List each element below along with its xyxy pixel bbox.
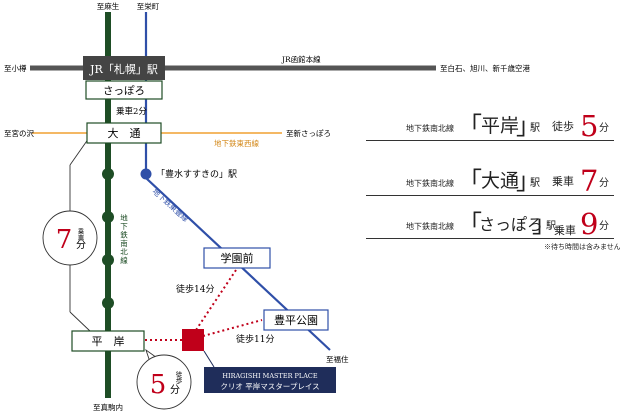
access-minutes: 7 [580, 164, 599, 198]
station-sapporo: さっぽろ [103, 85, 145, 97]
walk-5-unit: 分 [170, 384, 180, 396]
access-station: 平岸 [481, 115, 520, 137]
access-eki: 駅 [546, 221, 556, 232]
ride-bracket [69, 311, 92, 333]
station-toyohira-koen-box [263, 309, 329, 331]
access-station: さっぽろ [479, 215, 544, 234]
access-unit: 分 [599, 123, 609, 134]
bracket-open: 「 [458, 112, 482, 140]
walk-route [195, 269, 237, 331]
station-hiragishi: 平 岸 [92, 335, 125, 348]
access-row-odori: 地下鉄南北線 「 大通 」 駅 乗車 7 分 [366, 155, 614, 196]
line-label-toho: 地下鉄東豊線 [151, 186, 192, 224]
line-label-tozai: 地下鉄東西線 [214, 138, 259, 148]
ride-7-bubble [42, 210, 98, 266]
access-mode: 乗車 [552, 175, 574, 188]
bracket-close: 」 [516, 167, 540, 195]
direction-shinsapporo: 至新さっぽろ [286, 128, 331, 138]
line-label-namboku: 地下鉄南北線 [119, 213, 128, 265]
walk-route [202, 319, 263, 337]
access-mode: 徒歩 [552, 120, 574, 133]
station-jr-sapporo: JR「札幌」駅 [89, 62, 158, 76]
bracket-open: 「 [458, 167, 482, 195]
bracket-open: 「 [458, 210, 482, 238]
property-pointer [203, 350, 215, 368]
station-gakuenmae-box [203, 247, 271, 269]
station-hiragishi-box [71, 330, 145, 352]
direction-asabu: 至麻生 [97, 1, 120, 11]
bracket-close: 」 [516, 112, 540, 140]
direction-miyanosawa: 至宮の沢 [4, 128, 34, 138]
walk-5-label: 徒歩 [174, 370, 182, 386]
bracket-close: 」 [532, 210, 556, 238]
walk-time-11: 徒歩11分 [236, 333, 274, 345]
property-marker [182, 329, 204, 351]
station-jr-sapporo-box [83, 56, 165, 80]
access-unit: 分 [599, 221, 609, 232]
ride-7-number: 7 [56, 225, 73, 255]
line-label-jr: JR函館本線 [281, 54, 321, 64]
access-eki: 駅 [530, 178, 540, 189]
access-minutes: 5 [580, 109, 599, 143]
direction-otaru: 至小樽 [4, 63, 27, 73]
direction-shiraishi: 至白石、旭川、新千歳空港 [440, 63, 530, 73]
direction-makomanai: 至真駒内 [93, 402, 123, 412]
access-eki: 駅 [530, 123, 540, 134]
station-toyohira-koen: 豊平公園 [274, 314, 318, 327]
access-station: 大通 [481, 170, 520, 192]
namboku-station-dot [102, 211, 114, 223]
station-sapporo-box [85, 80, 163, 100]
access-mode-ride: 乗車 [554, 224, 576, 237]
namboku-station-dot [102, 297, 114, 309]
direction-eiwamachi: 至栄町 [137, 1, 160, 11]
station-odori: 大 通 [108, 126, 141, 140]
walk-5-number: 5 [150, 370, 167, 400]
station-odori-box [86, 122, 162, 144]
property-name-ja: クリオ 平岸マスタープレイス [220, 382, 319, 391]
access-row-sapporo: 地下鉄南北線 「 さっぽろ 」 駅 乗車 9 分 [366, 198, 614, 239]
access-note: ※待ち時間は含みません。 [544, 243, 620, 251]
access-panel: 地下鉄南北線 「 平岸 」 駅 徒歩 5 分 地下鉄南北線 「 大通 」 駅 乗… [366, 100, 620, 251]
property-label-box [204, 367, 336, 393]
walk-5-bubble [136, 354, 192, 410]
access-line: 地下鉄南北線 [406, 124, 454, 133]
station-hosui-susukino: 「豊水すすきの」駅 [156, 168, 237, 180]
access-unit: 分 [599, 178, 609, 189]
namboku-station-dot [102, 168, 114, 180]
access-line: 地下鉄南北線 [406, 179, 454, 188]
ride-7-label: 乗車 [76, 227, 84, 243]
ride-7-unit: 分 [76, 239, 86, 251]
station-gakuenmae: 学園前 [221, 251, 254, 265]
namboku-station-dot [102, 254, 114, 266]
ride-time-2: 乗車2分 [116, 106, 147, 117]
access-minutes: 9 [580, 207, 599, 241]
access-line: 地下鉄南北線 [406, 222, 454, 231]
walk-time-14: 徒歩14分 [176, 283, 214, 295]
property-name-en: HIRAGISHI MASTER PLACE [222, 372, 318, 380]
direction-fukuzumi: 至福住 [326, 354, 349, 364]
hosui-susukino-dot [140, 168, 152, 180]
access-row-hiragishi: 地下鉄南北線 「 平岸 」 駅 徒歩 5 分 [366, 100, 614, 141]
